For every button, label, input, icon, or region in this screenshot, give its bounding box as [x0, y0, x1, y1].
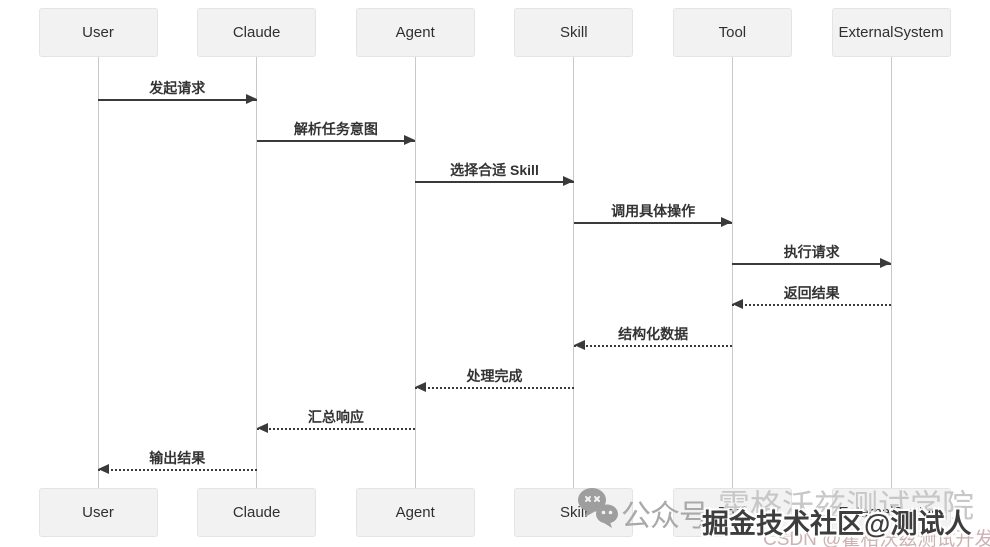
- message-label-10: 输出结果: [149, 449, 206, 466]
- arrowhead-icon: [404, 134, 416, 145]
- csdn-watermark: CSDN @霍格沃兹测试开发: [763, 529, 990, 547]
- message-label-9: 汇总响应: [307, 408, 364, 425]
- actor-box-agent-top: Agent: [355, 8, 475, 57]
- message-label-2: 解析任务意图: [293, 120, 378, 137]
- message-line-8: [415, 386, 574, 389]
- actor-box-external-system-top: ExternalSystem: [831, 8, 951, 57]
- actor-box-claude-top: Claude: [197, 8, 317, 57]
- message-label-7: 结构化数据: [618, 326, 689, 343]
- message-label-1: 发起请求: [149, 79, 206, 96]
- lifeline-claude: [256, 57, 258, 488]
- message-label-6: 返回结果: [783, 285, 840, 302]
- actor-box-skill-top: Skill: [514, 8, 634, 57]
- actor-box-tool-bottom: Tool: [672, 488, 792, 537]
- actor-box-user-top: User: [38, 8, 158, 57]
- message-line-6: [732, 304, 891, 307]
- message-line-9: [256, 427, 416, 430]
- arrowhead-icon: [880, 258, 891, 269]
- arrowhead-icon: [98, 463, 109, 474]
- actor-box-tool-top: Tool: [672, 8, 792, 57]
- actor-box-skill-bottom: Skill: [514, 488, 634, 537]
- message-label-5: 执行请求: [783, 244, 840, 261]
- arrowhead-icon: [256, 422, 268, 433]
- message-line-5: [732, 263, 891, 266]
- actor-box-claude-bottom: Claude: [197, 488, 317, 537]
- message-label-4: 调用具体操作: [611, 202, 696, 219]
- arrowhead-icon: [573, 340, 585, 351]
- message-line-1: [98, 98, 257, 101]
- arrowhead-icon: [721, 216, 733, 227]
- lifeline-user: [97, 57, 99, 488]
- actor-box-user-bottom: User: [38, 488, 158, 537]
- arrowhead-icon: [245, 93, 257, 104]
- wechat-watermark-label: 公众号: [621, 500, 709, 533]
- message-line-7: [573, 345, 733, 348]
- lifeline-skill: [573, 57, 575, 488]
- arrowhead-icon: [732, 299, 744, 310]
- arrowhead-icon: [562, 175, 574, 186]
- message-line-2: [256, 139, 416, 142]
- message-line-4: [573, 221, 733, 224]
- wechat-watermark-name: 霍格沃兹测试学院: [718, 488, 975, 524]
- lifeline-agent: [414, 57, 416, 488]
- lifeline-tool: [731, 57, 733, 488]
- arrowhead-icon: [415, 381, 427, 392]
- message-label-8: 处理完成: [466, 367, 523, 384]
- message-line-10: [98, 468, 257, 471]
- wechat-icon: [578, 488, 618, 528]
- actor-box-external-system-bottom: ExternalSystem: [831, 488, 951, 537]
- lifeline-external-system: [890, 57, 892, 488]
- message-line-3: [415, 180, 574, 183]
- actor-box-agent-bottom: Agent: [355, 488, 475, 537]
- message-label-3: 选择合适 Skill: [450, 161, 539, 178]
- juejin-watermark: 掘金技术社区@测试人: [702, 509, 972, 539]
